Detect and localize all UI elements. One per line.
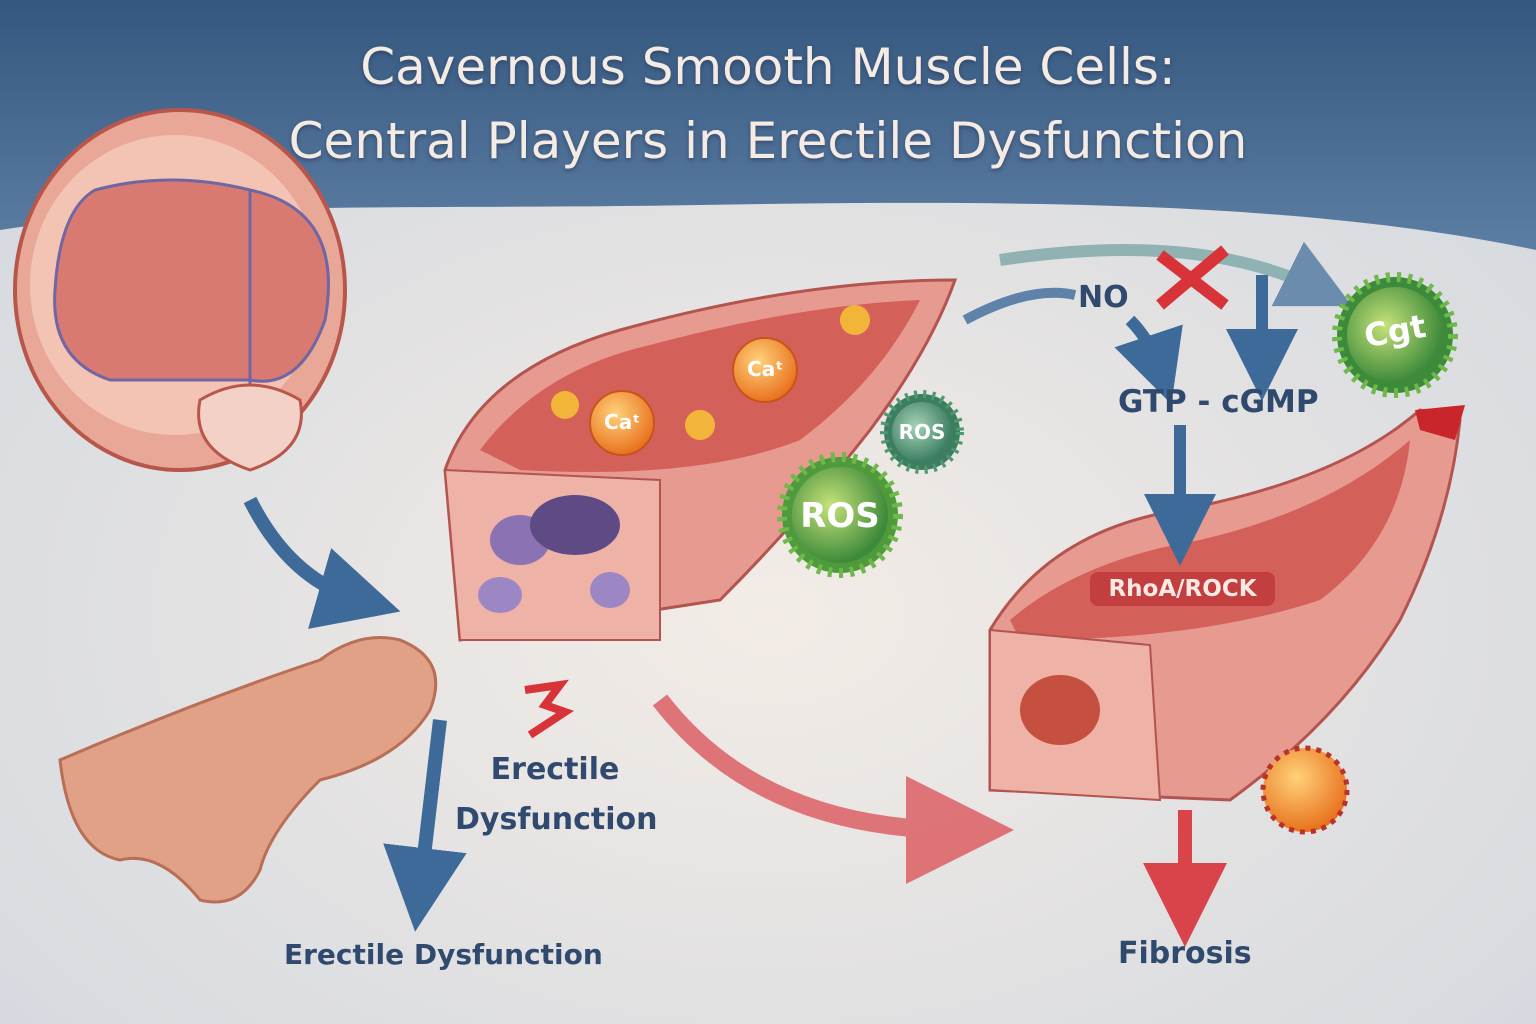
rhoa-rock-badge [1090,572,1275,606]
penis-illustration [58,636,438,904]
calcium-label-2: Caᵗ [747,357,783,381]
no-label: NO [1078,280,1129,315]
arrow-to-no [962,287,1077,325]
erectile-dysfunction-middle-line1: Erectile [490,752,620,787]
central-tissue-block [443,278,958,642]
title-line-1: Cavernous Smooth Muscle Cells: [360,38,1176,96]
cgt-cell-icon [1332,272,1458,398]
rhoa-rock-label: RhoA/ROCK [1108,576,1257,602]
erectile-dysfunction-middle-line2: Dysfunction [455,802,658,837]
ros-small-cell-icon [880,390,964,474]
calcium-label-1: Caᵗ [604,410,640,434]
arrow-to-cgt [999,241,1353,307]
title-line-2: Central Players in Erectile Dysfunction [288,112,1248,170]
lightning-icon [524,679,574,739]
erectile-dysfunction-label: Erectile Dysfunction [284,938,603,971]
damaged-cell-icon [1260,745,1350,835]
header-band [0,0,1536,250]
cross-section-illustration [13,108,347,472]
ros-large-label: ROS [800,496,880,536]
ros-large-cell-icon [777,452,903,578]
arrow-to-erectile-dysfunction [383,719,467,932]
ros-small-label: ROS [898,420,946,444]
arrow-to-fibrosis-pathway [652,694,1014,884]
calcium-ion-icon [589,337,798,456]
fibrosis-label: Fibrosis [1118,936,1252,971]
gtp-cgmp-label: GTP - cGMP [1118,384,1319,420]
inhibition-x-icon [1156,245,1229,310]
arrow-no-to-gtp [1114,315,1183,405]
arrow-cross-section-to-tissue [243,496,401,629]
